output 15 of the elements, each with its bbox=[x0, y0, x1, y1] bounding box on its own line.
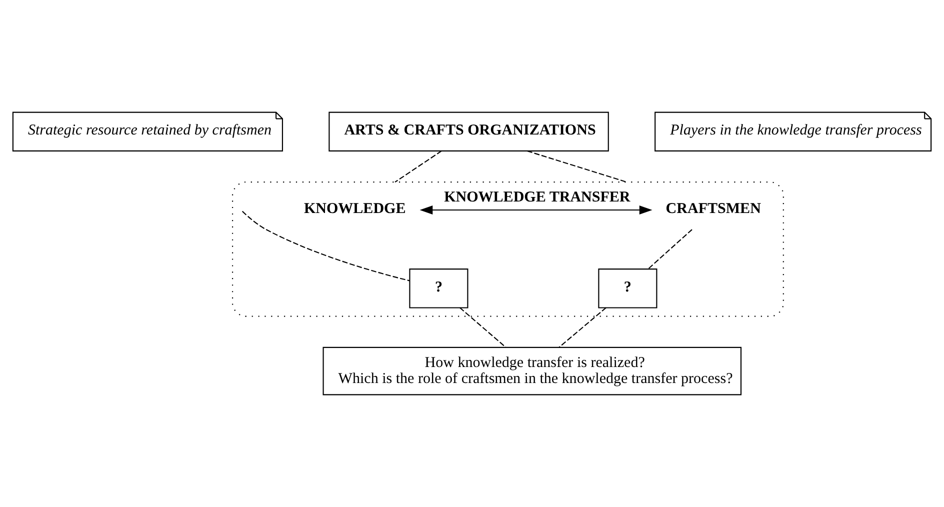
connector bbox=[242, 210, 410, 282]
node-text: KNOWLEDGE bbox=[304, 200, 406, 217]
connector bbox=[460, 307, 506, 348]
connector bbox=[558, 307, 606, 348]
connector bbox=[648, 229, 692, 270]
arrow bbox=[420, 206, 652, 215]
connector bbox=[527, 150, 627, 183]
node-text: CRAFTSMEN bbox=[666, 200, 761, 217]
cluster bbox=[232, 182, 784, 317]
edge-label: KNOWLEDGE TRANSFER bbox=[444, 190, 630, 206]
node-box: ARTS & CRAFTS ORGANIZATIONS bbox=[328, 112, 609, 152]
connector bbox=[394, 150, 442, 183]
node-box: How knowledge transfer is realized? Which is the role of craftsmen in the knowledge transfer process? bbox=[322, 346, 742, 396]
node-box: ? bbox=[598, 268, 658, 308]
node-box: ? bbox=[409, 268, 468, 308]
